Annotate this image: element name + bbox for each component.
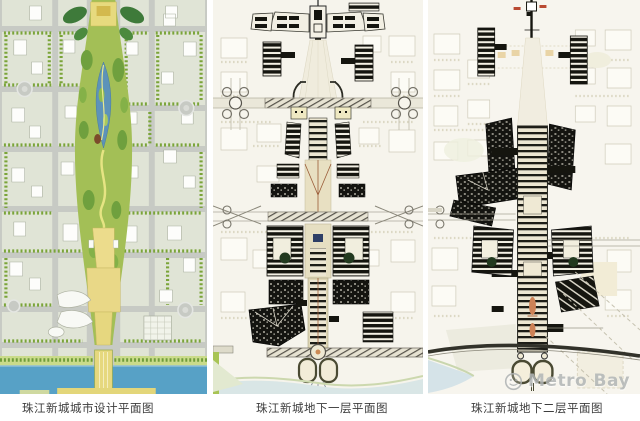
blue-core (313, 234, 323, 242)
caption-urban-design-plan: 珠江新城城市设计平面图 (22, 401, 154, 415)
lake-water-feature (95, 61, 112, 149)
south-plaza-axis (86, 227, 121, 346)
loop-ramp-east (532, 359, 554, 385)
axis-corridor-upper (292, 39, 344, 109)
top-markers (513, 5, 547, 16)
faint-city-blocks (220, 35, 416, 320)
underground-level1-map (213, 0, 423, 394)
loop-ramp-west (297, 357, 318, 384)
fan-shaped-block (248, 303, 394, 347)
cloverleaf-left (221, 78, 250, 130)
slanted-parking-block (555, 275, 600, 313)
urban-design-plan-map (0, 0, 207, 394)
river-corner (428, 357, 475, 393)
terrain-blob (445, 324, 520, 372)
main-road-upper (213, 78, 423, 130)
dark-basement-slabs (449, 117, 576, 227)
loop-ramp-west (511, 359, 533, 385)
podium-blocks (471, 225, 600, 313)
mid-axis-structures (270, 106, 366, 213)
faint-city-blocks (431, 29, 632, 389)
station-structure (250, 0, 386, 48)
river-edge (213, 352, 423, 394)
street-tree-rows (3, 31, 203, 343)
underground-level2-map (428, 0, 640, 394)
ramp-interchanges (213, 205, 423, 227)
riverfront (0, 349, 207, 394)
main-road-lower (213, 205, 423, 229)
cloverleaf-right (390, 78, 419, 130)
opera-house-buildings (47, 290, 94, 338)
axis-corridor-lower (297, 277, 339, 351)
curved-retaining-walls (292, 81, 344, 109)
central-parking-ladder (517, 125, 548, 360)
annex-block (348, 2, 380, 12)
central-green-axis (62, 0, 145, 346)
gridded-building (143, 315, 172, 341)
caption-underground-level1: 珠江新城地下一层平面图 (256, 401, 388, 415)
caption-underground-level2: 珠江新城地下二层平面图 (471, 401, 603, 415)
roundabouts (7, 80, 195, 319)
leaf-tree-clusters (62, 6, 145, 41)
sculpture-mark (94, 134, 102, 144)
side-comb-structures (262, 41, 374, 82)
side-comb-structures (477, 27, 588, 85)
escalator-core (529, 297, 536, 315)
loop-ramp-east (318, 357, 339, 384)
